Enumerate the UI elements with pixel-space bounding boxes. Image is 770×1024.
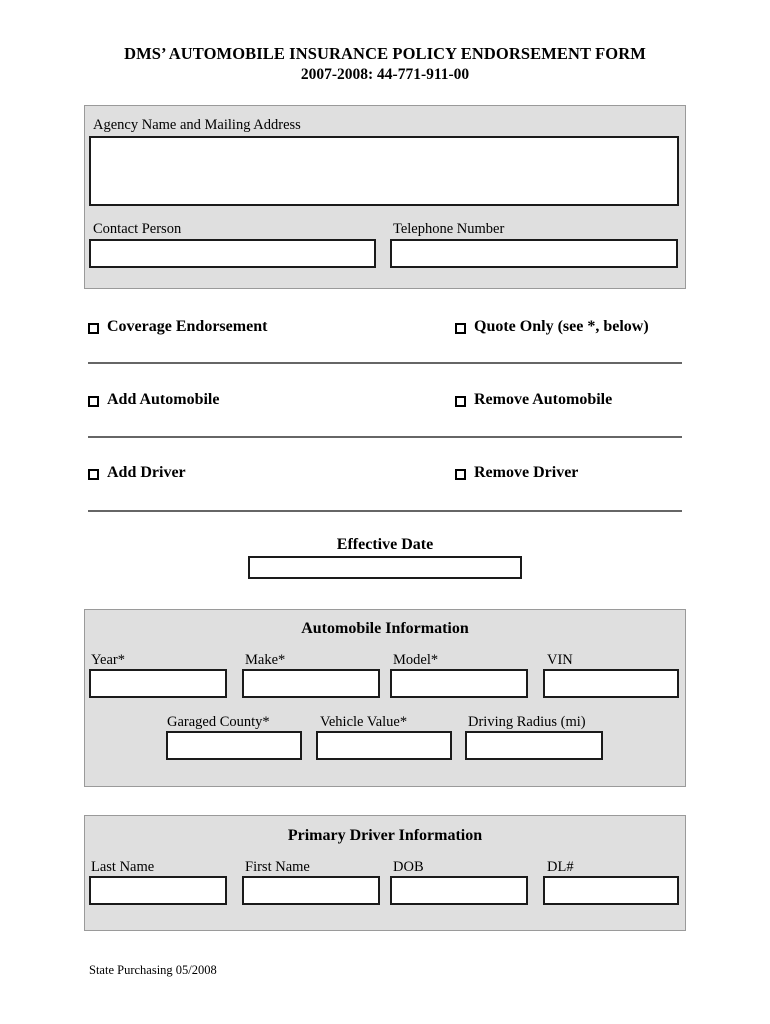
dob-label: DOB [393,859,424,875]
last-name-label: Last Name [91,859,155,875]
checkbox-quote-only[interactable]: Quote Only (see *, below) [455,318,649,336]
vehicle-value-input[interactable] [316,731,452,760]
checkbox-square-icon[interactable] [88,322,99,334]
driving-radius-label: Driving Radius (mi) [468,714,586,730]
section-divider [88,436,682,438]
effective-date-input[interactable] [248,556,522,579]
vehicle-value-label: Vehicle Value* [320,714,408,730]
checkbox-label: Remove Driver [474,464,579,481]
year-label: Year* [91,652,125,668]
garaged-county-input[interactable] [166,731,302,760]
checkbox-square-icon[interactable] [455,322,466,334]
checkbox-label: Coverage Endorsement [107,318,268,335]
page-title: DMS’ AUTOMOBILE INSURANCE POLICY ENDORSE… [84,44,686,84]
checkbox-remove-driver[interactable]: Remove Driver [455,464,578,482]
form-title-policy-number: 2007-2008: 44-771-911-00 [300,66,470,83]
telephone-number-input[interactable] [390,239,678,268]
drivers-license-input[interactable] [543,876,679,905]
checkbox-square-icon[interactable] [88,468,99,480]
contact-person-input[interactable] [89,239,376,268]
first-name-input[interactable] [242,876,380,905]
driving-radius-input[interactable] [465,731,603,760]
dob-input[interactable] [390,876,528,905]
checkbox-remove-automobile[interactable]: Remove Automobile [455,391,612,409]
checkbox-label: Add Automobile [107,391,220,408]
model-input[interactable] [390,669,528,698]
model-label: Model* [393,652,439,668]
primary-driver-information-panel [84,815,686,931]
vin-label: VIN [547,652,573,668]
agency-address-label: Agency Name and Mailing Address [93,117,301,133]
make-input[interactable] [242,669,380,698]
form-title-main: DMS’ AUTOMOBILE INSURANCE POLICY ENDORSE… [124,44,646,63]
checkbox-square-icon[interactable] [455,395,466,407]
vin-input[interactable] [543,669,679,698]
checkbox-coverage-endorsement[interactable]: Coverage Endorsement [88,318,267,336]
section-divider [88,362,682,364]
request-type-row-3: Add Driver Remove Driver [88,464,684,488]
footer-text: State Purchasing 05/2008 [89,963,217,977]
automobile-information-title: Automobile Information [301,620,469,637]
telephone-number-label: Telephone Number [393,221,505,237]
year-input[interactable] [89,669,227,698]
last-name-input[interactable] [89,876,227,905]
checkbox-label: Add Driver [107,464,186,481]
request-type-row-1: Coverage Endorsement Quote Only (see *, … [88,318,684,342]
contact-person-label: Contact Person [93,221,182,237]
section-divider [88,510,682,512]
primary-driver-information-title: Primary Driver Information [287,827,483,844]
checkbox-add-automobile[interactable]: Add Automobile [88,391,219,409]
effective-date-label: Effective Date [336,536,434,553]
first-name-label: First Name [245,859,310,875]
checkbox-square-icon[interactable] [455,468,466,480]
checkbox-label: Quote Only (see *, below) [474,318,649,335]
agency-address-input[interactable] [89,136,679,206]
garaged-county-label: Garaged County* [167,714,270,730]
drivers-license-label: DL# [547,859,574,875]
checkbox-label: Remove Automobile [474,391,613,408]
request-type-row-2: Add Automobile Remove Automobile [88,391,684,415]
checkbox-add-driver[interactable]: Add Driver [88,464,186,482]
checkbox-square-icon[interactable] [88,395,99,407]
make-label: Make* [245,652,286,668]
